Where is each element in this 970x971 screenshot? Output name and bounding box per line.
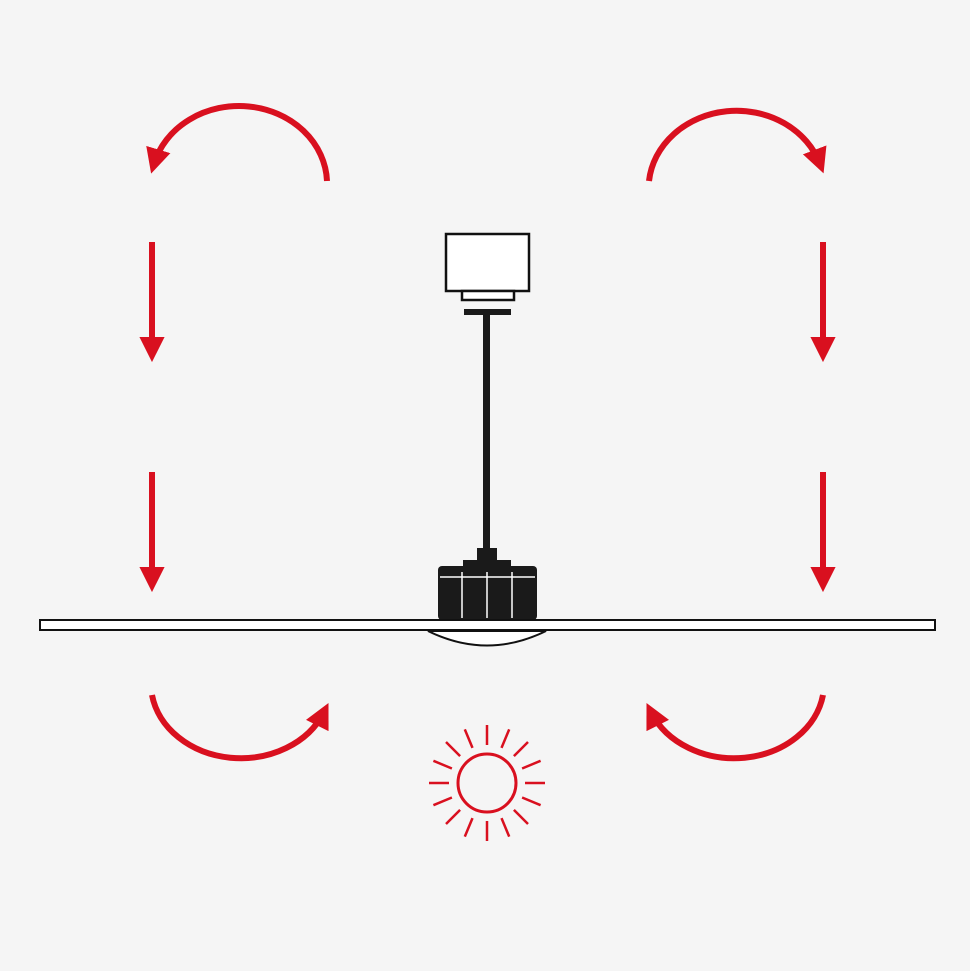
sun-ray [445,809,461,825]
sun-core [456,752,518,814]
fan-mount-plate [464,309,511,315]
sun-ray [500,728,511,749]
fan-mount-collar [460,289,516,302]
right-circulation-loop [646,107,836,762]
fan-ceiling-mount [444,232,531,293]
fan-light-dome [427,630,547,647]
sun-ray [521,759,542,770]
sun-ray [432,796,453,807]
ceiling-fan-icon [39,232,936,647]
fan-downrod [483,315,490,549]
sun-ray [521,796,542,807]
fan-rod-coupler [477,548,497,562]
left-circulation-loop [139,102,330,762]
sun-ray [513,741,529,757]
sun-ray [513,809,529,825]
fan-blades [39,619,936,631]
sun-ray [463,728,474,749]
right-top-curved-arrow-icon [646,107,827,182]
right-bottom-curved-arrow-icon [646,694,826,762]
sun-ray [500,817,511,838]
left-bottom-curved-arrow-icon [149,694,329,762]
fan-motor-cap [463,560,511,568]
sun-ray [432,759,453,770]
sun-icon [429,725,545,841]
sun-ray [445,741,461,757]
left-top-curved-arrow-icon [146,102,330,182]
sun-ray [463,817,474,838]
